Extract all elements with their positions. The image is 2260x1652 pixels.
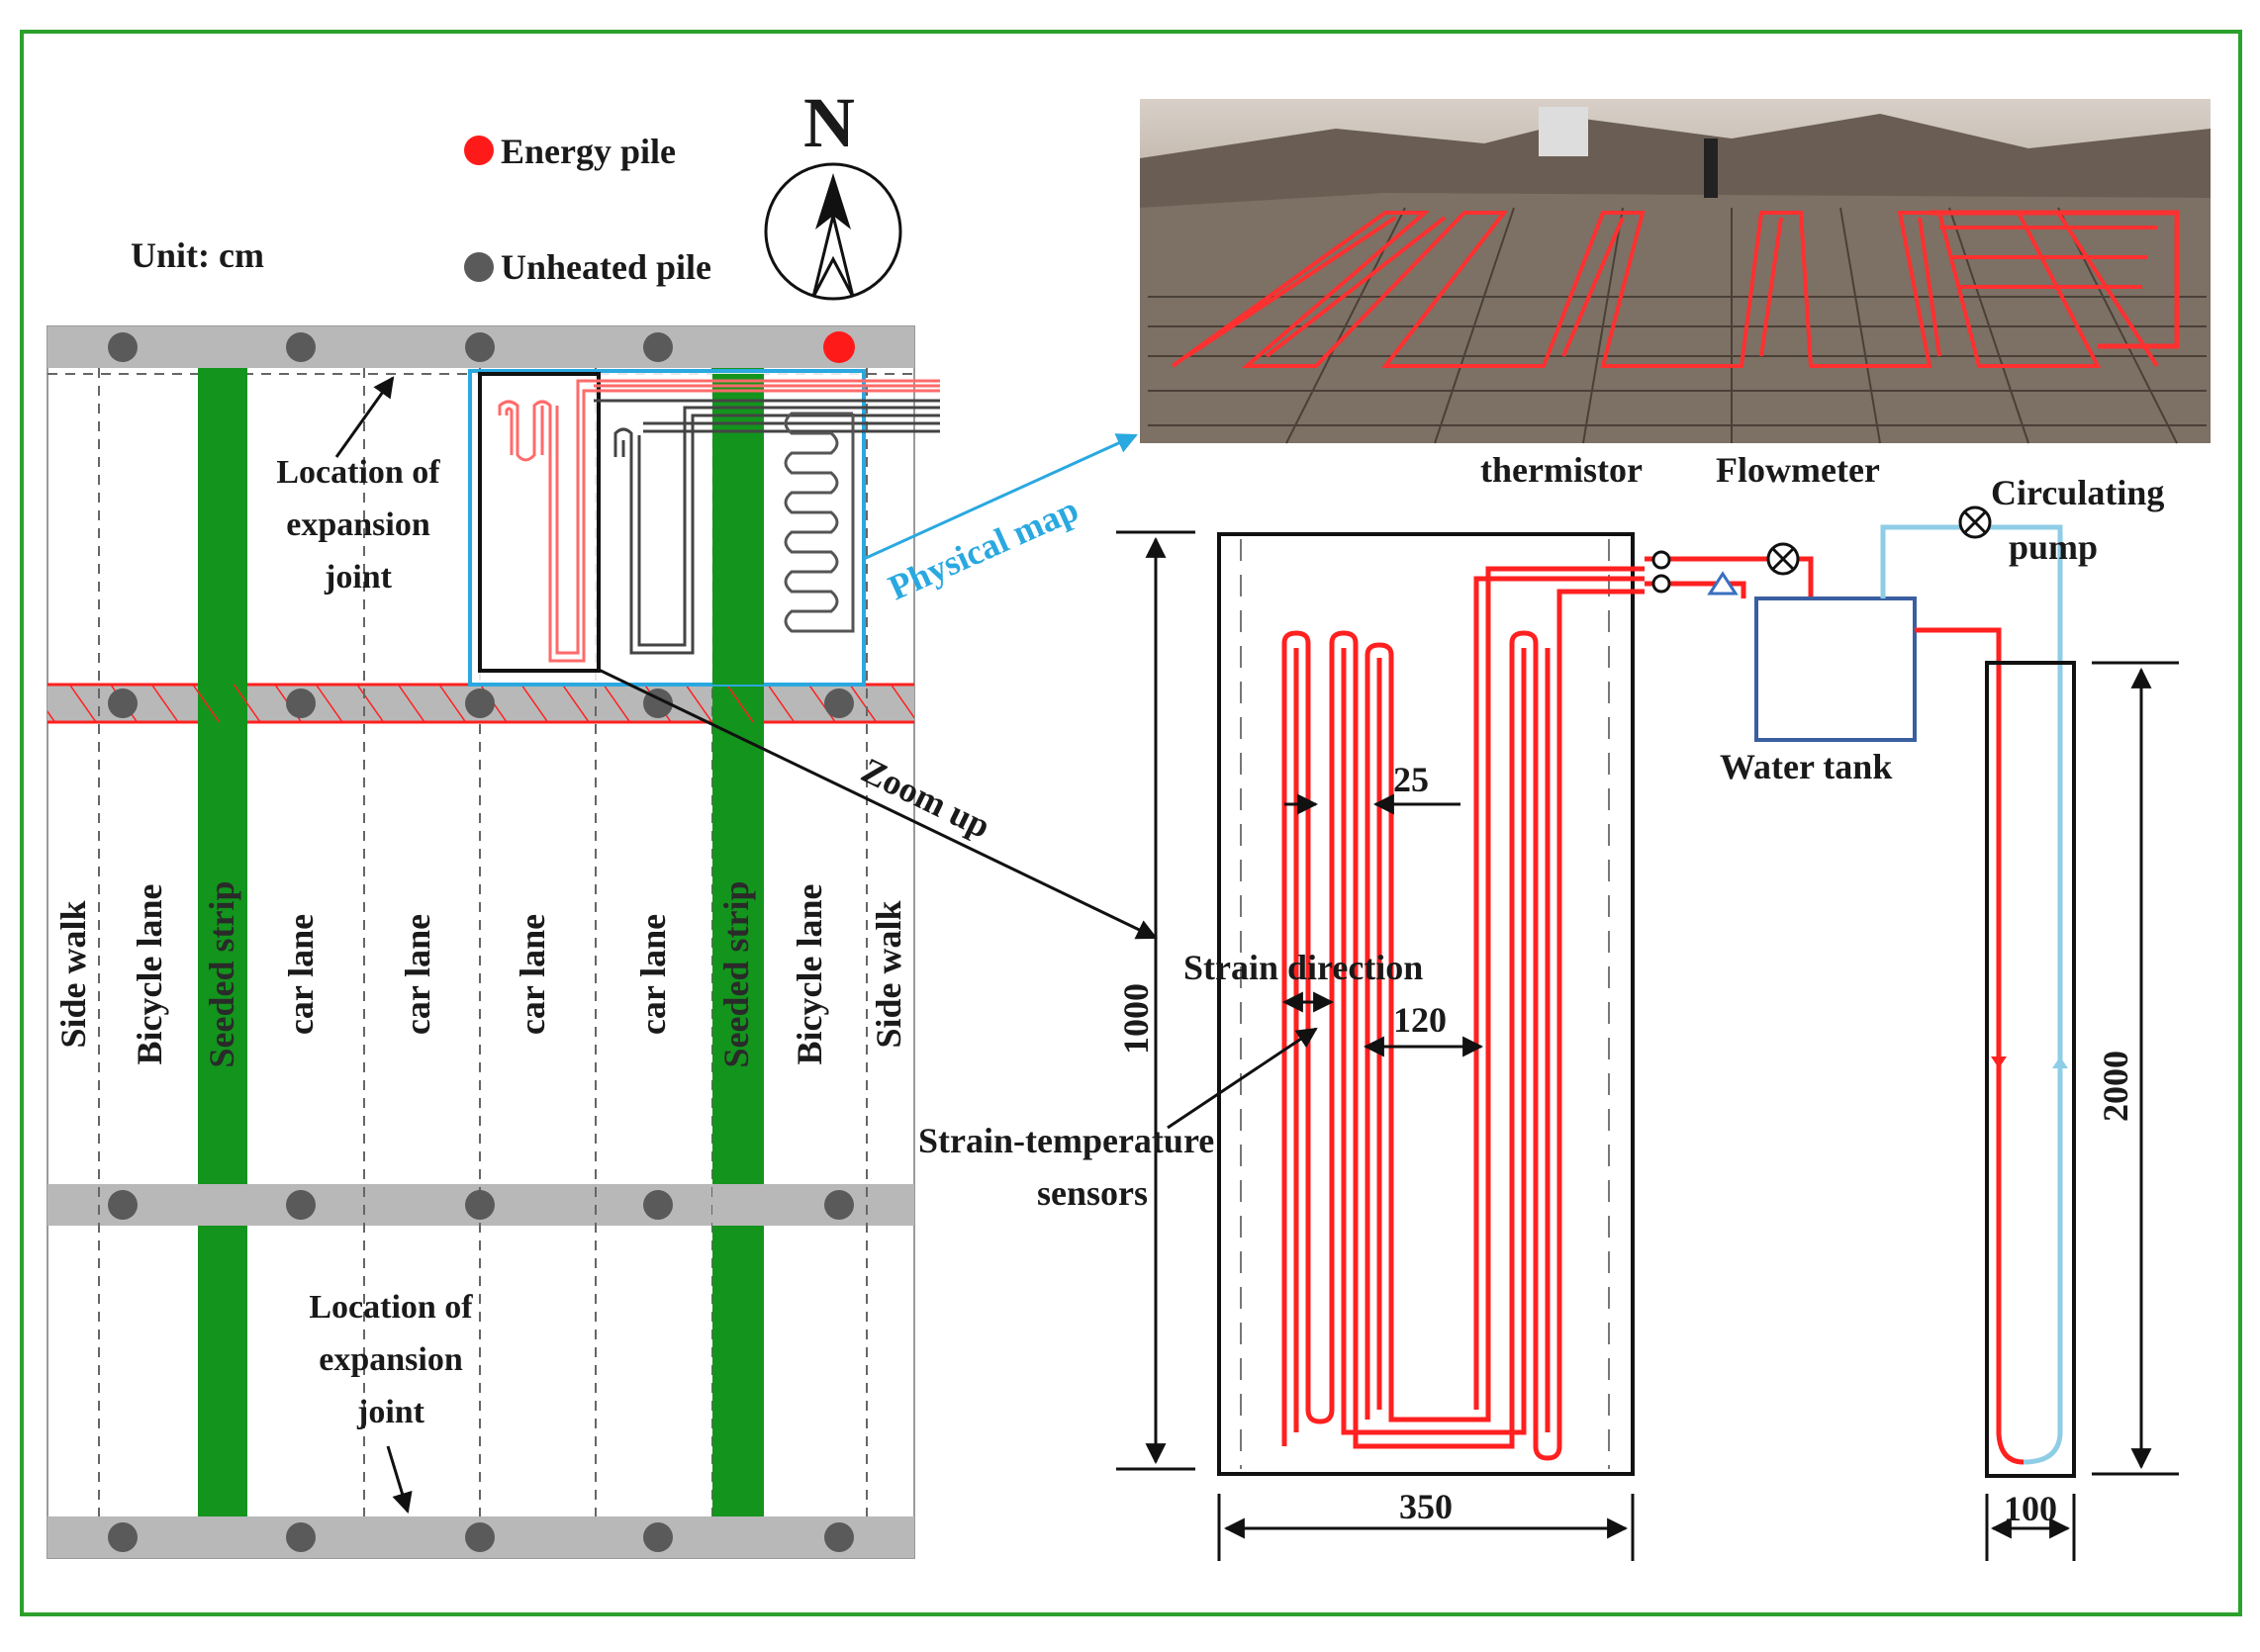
svg-text:expansion: expansion xyxy=(286,506,430,543)
figure-frame xyxy=(20,30,2242,1616)
svg-text:expansion: expansion xyxy=(319,1341,463,1378)
lane-dividers xyxy=(98,368,868,1516)
zoom-arrow xyxy=(596,667,1158,940)
unheated-pile xyxy=(824,1522,854,1552)
svg-text:Location of: Location of xyxy=(276,454,440,491)
strain-direction-label: Strain direction xyxy=(1183,948,1423,987)
seeded-strip-right xyxy=(712,374,764,685)
borehole-pipe-red xyxy=(1915,627,2025,1465)
slab-heating-pipe xyxy=(1281,566,1645,1461)
svg-text:joint: joint xyxy=(324,559,393,596)
unheated-pile xyxy=(824,688,854,718)
legend-energy-pile: Energy pile xyxy=(501,132,676,171)
site-photo xyxy=(1140,99,2211,444)
unit-label: Unit: cm xyxy=(131,235,264,275)
unheated-pile xyxy=(465,688,495,718)
energy-pile xyxy=(823,331,855,363)
expansion-joint-label-bottom: Location of expansion joint xyxy=(309,1289,473,1430)
dimension-120: 120 xyxy=(1393,1000,1447,1040)
legend-unheated-pile: Unheated pile xyxy=(501,247,711,287)
zoom-region xyxy=(478,372,601,673)
pile-cap-beam xyxy=(712,1184,764,1226)
expansion-joint-arrow xyxy=(334,376,395,458)
lane-label-side-walk: Side walk xyxy=(869,900,908,1048)
lane-label-bicycle: Bicycle lane xyxy=(790,884,829,1065)
road-plan: Side walk Bicycle lane Seeded strip car … xyxy=(47,325,940,1559)
svg-text:Location of: Location of xyxy=(309,1289,473,1326)
supply-pipe xyxy=(1645,556,1814,598)
lane-label-car: car lane xyxy=(633,914,673,1035)
expansion-joint-hatch xyxy=(712,685,764,722)
pile-cap-beam xyxy=(198,1184,247,1226)
unheated-pile xyxy=(286,1190,316,1220)
unheated-pile-legend-marker xyxy=(464,252,494,282)
truck xyxy=(1539,107,1588,156)
lane-label-bicycle: Bicycle lane xyxy=(130,884,169,1065)
dimension-25: 25 xyxy=(1393,760,1429,799)
circulating-pump-icon xyxy=(1958,505,1992,539)
unheated-pile xyxy=(643,332,673,362)
unheated-pile xyxy=(465,332,495,362)
legend: Energy pile Unheated pile Unit: cm xyxy=(131,132,711,287)
lane-label-car: car lane xyxy=(281,914,321,1035)
dimension-1000: 1000 xyxy=(1116,983,1156,1055)
piles xyxy=(108,331,855,1552)
expansion-joint-hatch xyxy=(198,685,247,722)
dimension-2000: 2000 xyxy=(2096,1051,2135,1122)
physical-map-region xyxy=(468,369,866,687)
unheated-pile xyxy=(465,1190,495,1220)
lane-label-side-walk: Side walk xyxy=(53,900,93,1048)
unheated-pile xyxy=(286,1522,316,1552)
lane-label-seeded-strip: Seeded strip xyxy=(716,881,756,1068)
unheated-pile xyxy=(286,688,316,718)
unheated-pile xyxy=(108,688,138,718)
lane-labels: Side walk Bicycle lane Seeded strip car … xyxy=(53,881,908,1068)
unheated-pile xyxy=(465,1522,495,1552)
circulating-pump-label: pump xyxy=(2009,527,2098,567)
pile-detail: thermistor Flowmeter Circulating pump Wa… xyxy=(918,450,2179,1561)
worker xyxy=(1704,138,1718,198)
unheated-pile xyxy=(108,1522,138,1552)
seeded-strip-left xyxy=(198,368,247,1516)
water-tank-label: Water tank xyxy=(1720,747,1892,786)
expansion-joint-label-top: Location of expansion joint xyxy=(276,454,440,596)
physical-map-arrow xyxy=(863,433,1138,561)
lane-label-seeded-strip: Seeded strip xyxy=(202,881,241,1068)
flow-arrow-up xyxy=(1991,1056,2007,1068)
unheated-pile xyxy=(824,1190,854,1220)
thermistor-icon xyxy=(1651,550,1671,570)
expansion-joint-arrow xyxy=(386,1445,413,1514)
unheated-pile xyxy=(108,1190,138,1220)
unheated-pile xyxy=(108,332,138,362)
dimension-lines xyxy=(1116,530,2179,1561)
energy-pile-legend-marker xyxy=(464,136,494,165)
svg-text:joint: joint xyxy=(356,1394,425,1430)
sensors-label: sensors xyxy=(1037,1173,1148,1213)
sensors-label: Strain-temperature xyxy=(918,1121,1214,1160)
heating-pipe-serpentine xyxy=(784,412,855,633)
thermistor-icon xyxy=(1651,574,1671,594)
flow-arrow-down xyxy=(2052,1056,2068,1068)
north-label: N xyxy=(803,83,855,162)
valve-icon xyxy=(1766,542,1800,576)
heating-pipe-gray xyxy=(594,399,940,655)
borehole-outline xyxy=(1985,661,2076,1478)
water-tank-icon xyxy=(1754,597,1917,742)
north-arrow-icon: N xyxy=(764,83,902,301)
thermistor-label: thermistor xyxy=(1480,450,1643,490)
flowmeter-icon xyxy=(1707,571,1739,596)
heating-pipe-red xyxy=(498,379,940,663)
lane-label-car: car lane xyxy=(513,914,552,1035)
dimension-350: 350 xyxy=(1399,1487,1453,1526)
unheated-pile xyxy=(643,1190,673,1220)
unheated-pile xyxy=(643,1522,673,1552)
circulating-pump-label: Circulating xyxy=(1991,473,2164,512)
flowmeter-label: Flowmeter xyxy=(1716,450,1880,490)
borehole-pipe-blue xyxy=(1880,524,2063,1465)
photo-red-pipes xyxy=(1171,210,2180,368)
dimension-100: 100 xyxy=(2004,1489,2057,1528)
lane-label-car: car lane xyxy=(398,914,437,1035)
unheated-pile xyxy=(286,332,316,362)
